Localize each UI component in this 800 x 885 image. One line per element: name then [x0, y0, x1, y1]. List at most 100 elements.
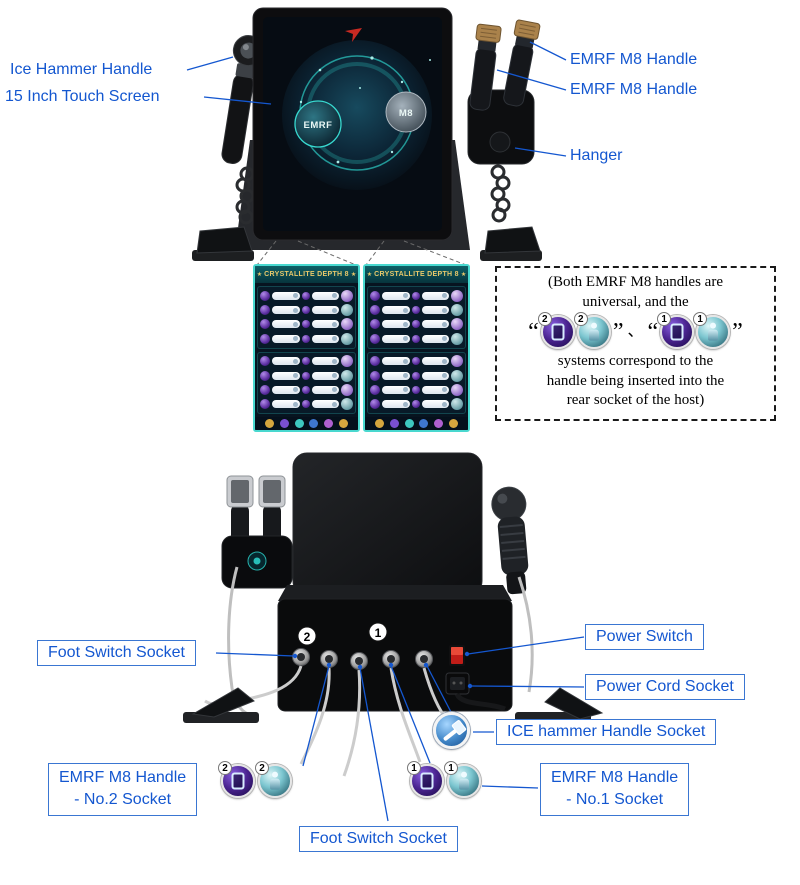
mode-icon [341, 369, 353, 382]
knob-icon [260, 305, 270, 316]
slider [421, 357, 449, 366]
slider [272, 371, 300, 380]
app-screen-title: CRYSTALLITE DEPTH 8 [374, 271, 459, 278]
emrf-applicator-icon: 2 [218, 761, 255, 798]
label-line: - No.1 Socket [566, 791, 664, 809]
badge-1: 1 [444, 761, 458, 775]
body-mode-icon: 1 [444, 761, 481, 798]
note-text: (Both EMRF M8 handles are [548, 274, 723, 290]
control-row [260, 383, 353, 396]
toolbar-button [339, 419, 349, 428]
knob-icon [301, 291, 310, 300]
knob-icon [301, 371, 310, 380]
star-icon: ★ [460, 271, 467, 278]
applicator-glyph [551, 323, 565, 341]
brand-logo [345, 28, 362, 42]
control-row [260, 304, 353, 317]
knob-icon [370, 370, 380, 381]
label-hanger: Hanger [570, 147, 623, 164]
slider [421, 291, 449, 300]
quote-mark: “ [647, 319, 659, 345]
knob-icon [301, 357, 310, 366]
control-row [370, 369, 463, 382]
slider [382, 385, 410, 394]
control-panel [367, 286, 466, 349]
quote-mark: ” [612, 319, 624, 345]
knob-icon [411, 357, 420, 366]
mode-icon [451, 318, 463, 331]
ice-hammer-socket-icon [433, 712, 470, 749]
app-screen-title: CRYSTALLITE DEPTH 8 [264, 271, 349, 278]
note-icon-line: “ 2 2 ” 、 “ 1 1 ” [499, 312, 772, 349]
rear-foot-pedal-left [183, 687, 259, 723]
slider [272, 334, 300, 343]
slider [421, 334, 449, 343]
power-cord-socket [445, 672, 470, 695]
body-mode-icon: 2 [255, 761, 292, 798]
slider [421, 306, 449, 315]
app-screen-toolbar [365, 417, 468, 430]
knob-icon [411, 320, 420, 329]
body-mode-icon: 1 [693, 312, 731, 349]
toolbar-button [374, 419, 384, 428]
knob-icon [260, 356, 270, 367]
note-text: rear socket of the host) [566, 392, 705, 408]
badge-2: 2 [255, 761, 269, 775]
control-row [370, 398, 463, 411]
knob-icon [301, 334, 310, 343]
knob-icon [370, 399, 380, 410]
slider [272, 385, 300, 394]
screen-button-m8: M8 [385, 91, 427, 133]
toolbar-button [324, 419, 334, 428]
mode-icon [451, 304, 463, 317]
control-row [260, 398, 353, 411]
slider [382, 291, 410, 300]
emrf-handle-2 [503, 19, 541, 107]
badge-1: 1 [693, 312, 708, 326]
toolbar-button [404, 419, 414, 428]
knob-icon [260, 399, 270, 410]
note-text: systems correspond to the [557, 353, 714, 369]
screen-button-emrf: EMRF [294, 100, 342, 148]
label-emrf-handle-bottom: EMRF M8 Handle [570, 81, 698, 98]
knob-icon [301, 306, 310, 315]
person-glyph [707, 322, 719, 341]
slider [382, 334, 410, 343]
badge-2: 2 [537, 312, 552, 326]
star-icon: ★ [256, 271, 263, 278]
panel-number-1: 1 [375, 626, 382, 640]
slider [421, 400, 449, 409]
badge-1: 1 [407, 761, 421, 775]
mode-icon [341, 355, 353, 368]
ice-hammer-cable [235, 166, 255, 225]
screen-button-m8-label: M8 [399, 108, 413, 119]
star-icon: ★ [366, 271, 373, 278]
slider [311, 306, 339, 315]
knob-icon [370, 384, 380, 395]
slider [382, 357, 410, 366]
slider [272, 400, 300, 409]
slider [421, 385, 449, 394]
toolbar-button [449, 419, 459, 428]
knob-icon [411, 385, 420, 394]
slider [272, 306, 300, 315]
label-touch-screen: 15 Inch Touch Screen [5, 88, 160, 105]
mode-icon [451, 355, 463, 368]
app-screen-body [255, 283, 358, 417]
control-row [260, 289, 353, 302]
rear-line-dots [292, 651, 473, 689]
quote-mark: ” [732, 319, 743, 345]
note-text: universal, and the [582, 293, 689, 310]
control-row [370, 355, 463, 368]
slider [382, 306, 410, 315]
app-screen-body [365, 283, 468, 417]
front-foot-pedal-right [480, 226, 542, 261]
body-mode-icon: 2 [573, 312, 611, 349]
label-line: - No.2 Socket [74, 791, 172, 809]
control-row [260, 369, 353, 382]
front-foot-pedal-left [192, 226, 254, 261]
label-foot-switch-socket-bottom: Foot Switch Socket [299, 826, 458, 852]
screen-button-emrf-label: EMRF [304, 120, 333, 131]
knob-icon [411, 371, 420, 380]
mode-icon [451, 289, 463, 302]
